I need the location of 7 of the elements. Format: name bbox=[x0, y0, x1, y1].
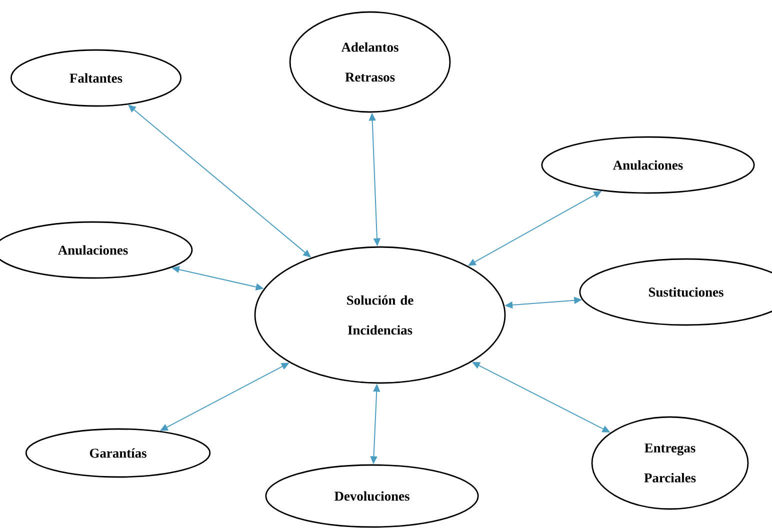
ellipse-node: Devoluciones bbox=[265, 464, 479, 528]
ellipse-node: Anulaciones bbox=[541, 136, 755, 194]
ellipse-node: Adelantos Retrasos bbox=[289, 11, 451, 113]
ellipse-node: Faltantes bbox=[10, 49, 182, 107]
ellipse-node: Solución de Incidencias bbox=[254, 246, 506, 384]
ellipse-node: Entregas Parciales bbox=[591, 416, 749, 510]
ellipse-node: Garantías bbox=[25, 428, 211, 478]
